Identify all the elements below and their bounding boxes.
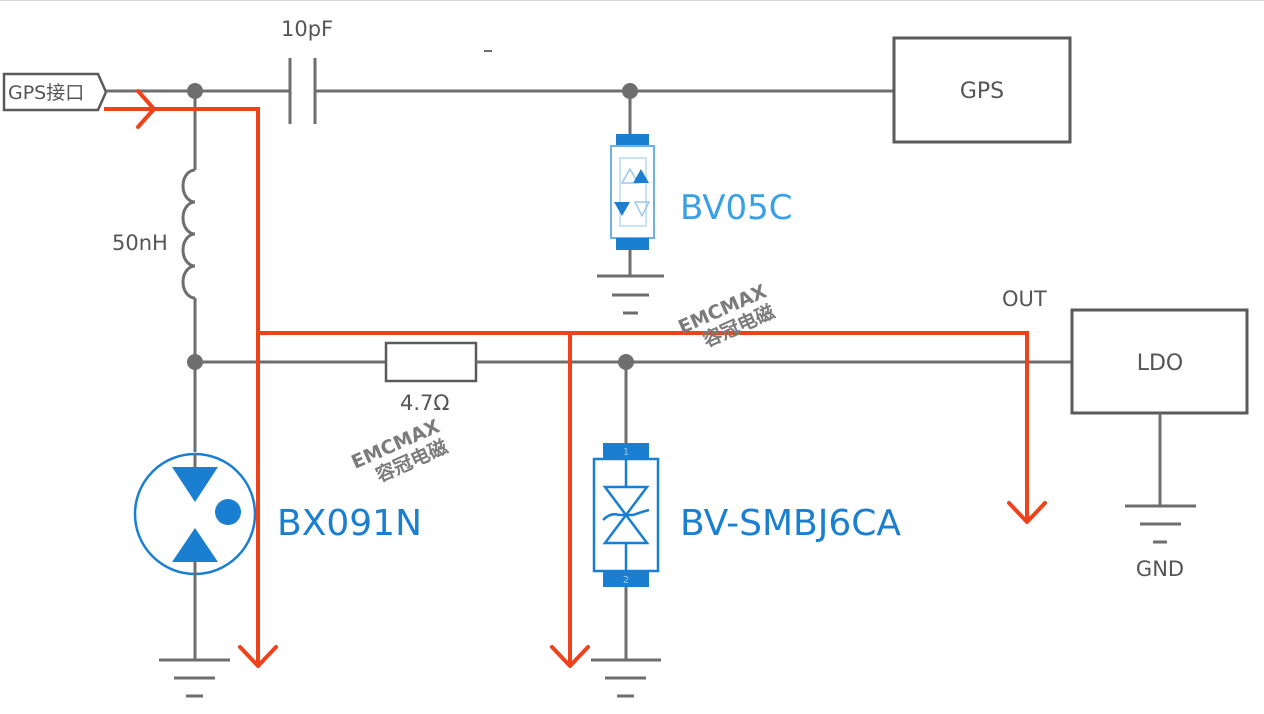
inductor-50nh: 50nH: [112, 91, 197, 362]
capacitor-label: 10pF: [281, 17, 333, 41]
tvs-zener-bar-icon: [602, 508, 650, 521]
diode-outline-up-icon: [620, 167, 640, 184]
resistor-4-7ohm: 4.7Ω: [384, 341, 478, 415]
watermark: EMCMAX 容冠电磁: [675, 280, 778, 352]
watermark: EMCMAX 容冠电磁: [348, 415, 451, 487]
gps-block: GPS: [892, 36, 1072, 144]
bv05c-body: [610, 145, 655, 239]
tvs-pin-1-number: 1: [623, 447, 629, 458]
diode-filled-down-icon: [614, 202, 630, 216]
inductor-label: 50nH: [112, 231, 168, 255]
flow-arrow-down-icon: [1007, 501, 1047, 524]
flow-path-main: [104, 107, 260, 664]
connector-label: GPS接口: [8, 82, 84, 104]
gdt-electrode-down-icon: [172, 467, 218, 502]
tvs-pin-2-number: 2: [623, 575, 629, 586]
connector-outline: [2, 72, 108, 112]
ldo-label: LDO: [1137, 351, 1184, 376]
ldo-box: [1070, 308, 1249, 415]
tvs-pin-2: [603, 571, 649, 587]
gdt-gas-dot-icon: [215, 499, 241, 525]
diode-filled-up-icon: [633, 169, 649, 183]
bv05c-esd-device: BV05C: [597, 91, 793, 315]
out-net-label: OUT: [1002, 287, 1047, 311]
flow-path-out: [258, 331, 1029, 521]
capacitor-10pf: 10pF: [281, 17, 333, 124]
diode-outline-down-icon: [633, 201, 651, 218]
bv05c-pin-bottom: [616, 238, 649, 250]
bv-smbj6ca-label: BV-SMBJ6CA: [680, 503, 901, 544]
gps-label: GPS: [960, 79, 1004, 104]
gdt-electrode-up-icon: [172, 528, 218, 562]
resistor-body: [384, 341, 478, 383]
gps-connector: GPS接口: [2, 72, 108, 112]
bv-smbj6ca-tvs: 1 2 BV-SMBJ6CA: [591, 362, 901, 698]
bv05c-inner-frame: [619, 157, 647, 227]
gps-box: [892, 36, 1072, 144]
ldo-block: LDO: [1070, 308, 1249, 415]
tvs-pin-1: [603, 443, 649, 459]
bx091n-gas-discharge-tube: BX091N: [133, 362, 422, 698]
inductor-coil: [181, 168, 196, 300]
flow-arrow-down-icon: [238, 645, 278, 668]
bv05c-label: BV05C: [680, 188, 793, 228]
gnd-label: GND: [1136, 557, 1184, 581]
bx091n-label: BX091N: [277, 503, 422, 544]
current-flow-paths: [104, 89, 1047, 668]
bv05c-pin-top: [616, 134, 649, 146]
flow-arrow-right-icon: [136, 89, 156, 129]
resistor-label: 4.7Ω: [400, 391, 449, 415]
ldo-ground: GND: [1125, 413, 1196, 581]
flow-arrow-down-icon: [550, 645, 590, 668]
tvs-diode-down-icon: [602, 485, 650, 518]
